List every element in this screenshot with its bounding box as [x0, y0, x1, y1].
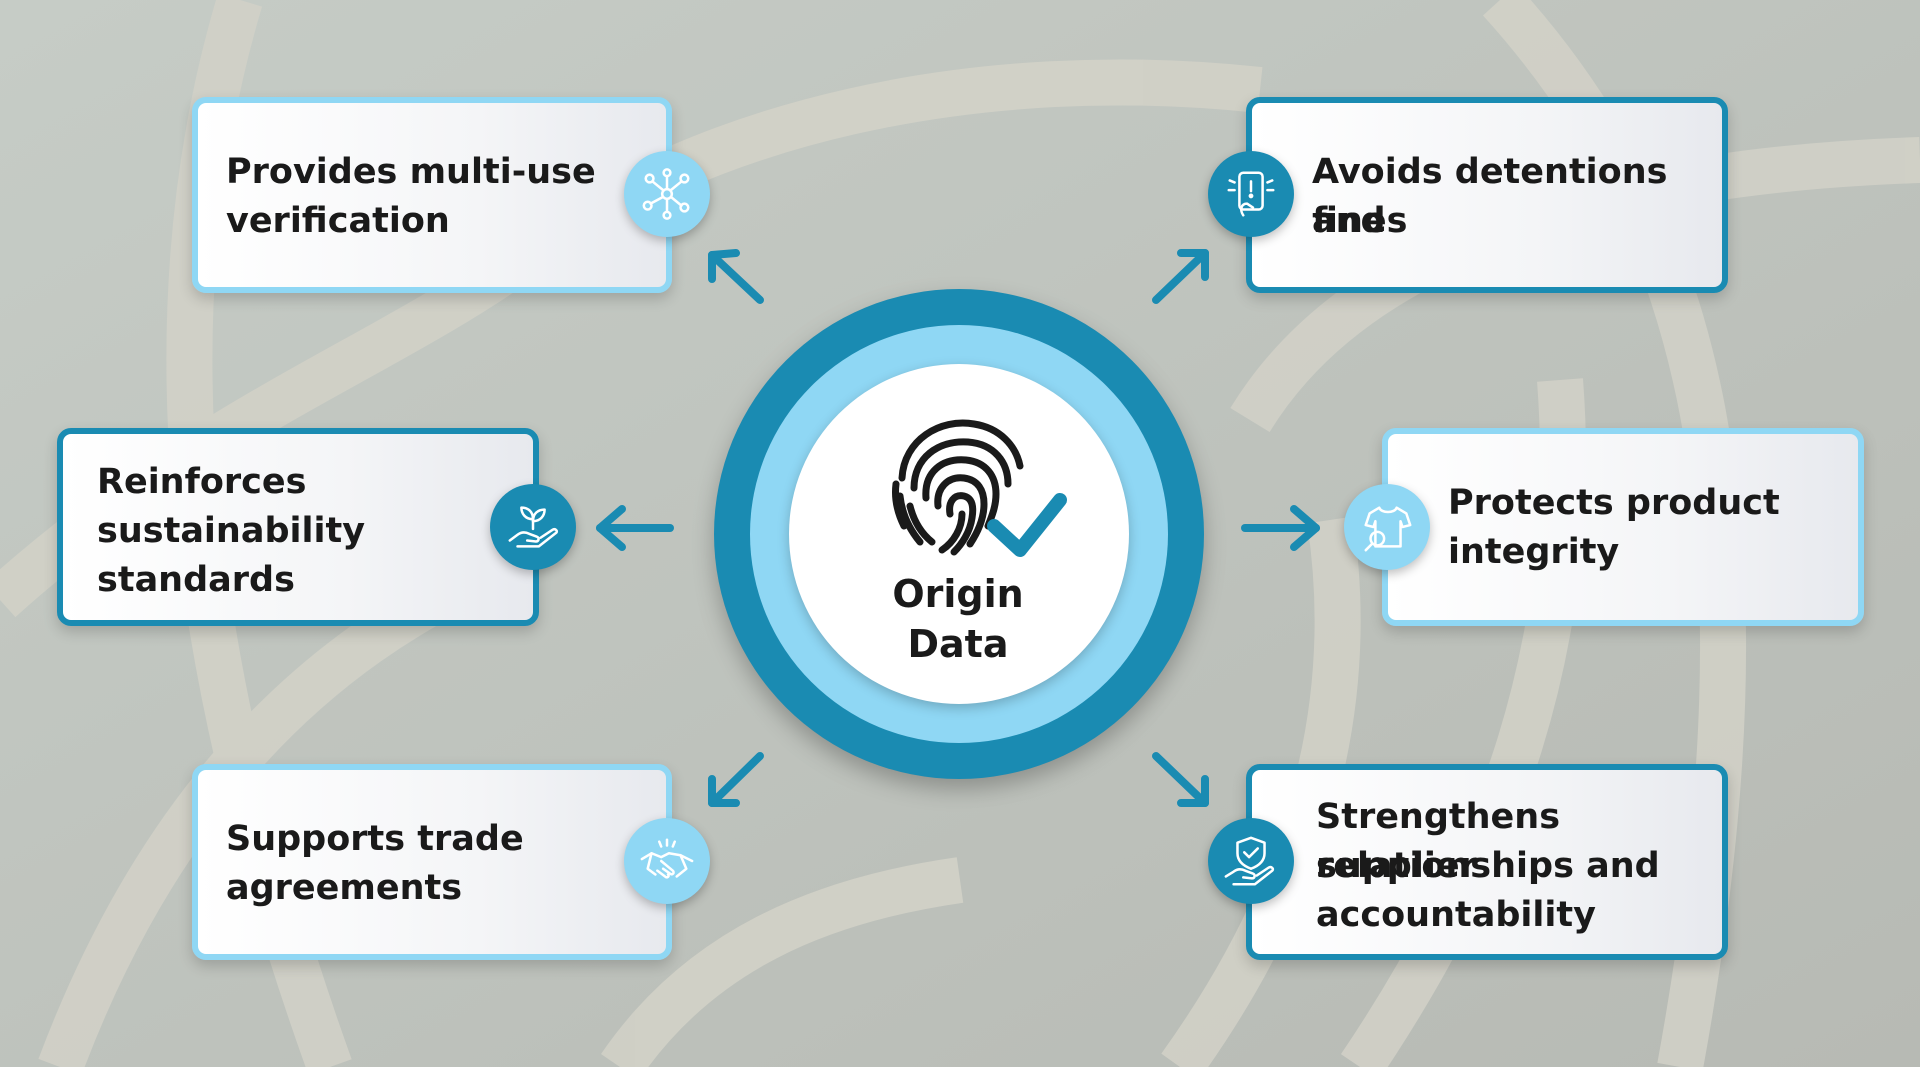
benefit-card-avoids-detentions: Avoids detentions and fines — [1246, 97, 1728, 293]
hand-sprout-icon — [490, 484, 576, 570]
arrow-to-trade-agreements — [708, 752, 764, 807]
benefit-text-line: Reinforces — [97, 462, 307, 502]
benefit-text-line: accountability — [1316, 895, 1596, 935]
fingerprint-check-icon — [892, 419, 1067, 557]
benefit-card-trade-agreements: Supports trade agreements — [192, 764, 672, 960]
hub-title-line2: Data — [907, 622, 1009, 666]
benefit-text-line: Protects product — [1448, 483, 1780, 523]
benefit-text-line: Provides multi-use — [226, 152, 596, 192]
benefit-text-line: fines — [1312, 201, 1408, 241]
benefit-card-multi-use-verification: Provides multi-use verification — [192, 97, 672, 293]
benefit-text-line: relationships and — [1316, 846, 1660, 886]
arrow-to-product-integrity — [1241, 505, 1320, 551]
benefit-text-line: verification — [226, 201, 450, 241]
arrow-to-multi-use-verification — [708, 249, 764, 304]
benefit-card-product-integrity: Protects product integrity — [1382, 428, 1864, 626]
benefit-text-line: agreements — [226, 868, 463, 908]
benefit-text-line: Strengthens supplier — [1316, 797, 1561, 886]
benefit-card-sustainability: Reinforces sustainability standards — [57, 428, 539, 626]
benefit-card-supplier-relationships: Strengthens supplier relationships and a… — [1246, 764, 1728, 960]
handshake-icon — [624, 818, 710, 904]
mobile-alert-icon — [1208, 151, 1294, 237]
hub-title-line1: Origin — [892, 572, 1024, 616]
benefit-text-line: integrity — [1448, 532, 1620, 572]
arrow-to-supplier-relationships — [1152, 752, 1209, 807]
hand-shield-icon — [1208, 818, 1294, 904]
benefit-text-line: Supports trade — [226, 819, 524, 859]
benefit-text-line: Avoids detentions and — [1312, 152, 1668, 241]
shirt-magnifier-icon — [1344, 484, 1430, 570]
arrow-to-sustainability — [596, 505, 674, 551]
benefit-text-line: sustainability — [97, 511, 366, 551]
arrow-to-avoids-detentions — [1152, 249, 1209, 304]
network-nodes-icon — [624, 151, 710, 237]
benefit-text-line: standards — [97, 560, 295, 600]
